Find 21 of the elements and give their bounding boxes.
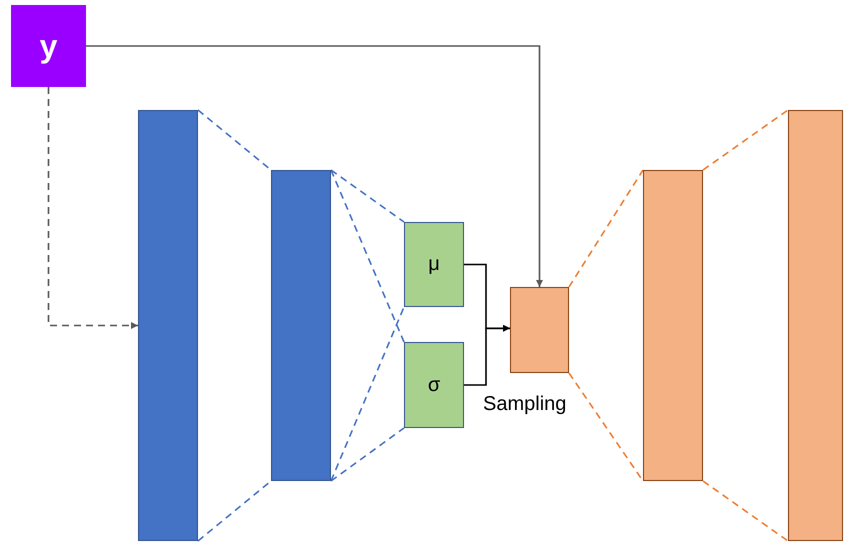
condition-box: y (11, 5, 86, 87)
encoder-layer-bar (271, 170, 331, 481)
dashed-projection-line (330, 427, 404, 482)
node-caption: Sampling (483, 393, 566, 416)
dashed-arrow (48, 87, 138, 329)
arrow (464, 324, 510, 386)
dashed-projection-line (330, 170, 405, 342)
encoder-layer-bar (138, 110, 198, 541)
dashed-projection-line (568, 170, 644, 288)
dashed-projection-line (702, 109, 788, 171)
dashed-projection-line (702, 480, 788, 542)
dashed-projection-line (330, 169, 404, 223)
sampling-box (510, 287, 569, 373)
decoder-layer-bar (643, 170, 703, 481)
dashed-projection-line (198, 480, 272, 542)
latent-box: σ (404, 342, 464, 428)
decoder-layer-bar (788, 110, 843, 541)
arrow (86, 45, 543, 287)
dashed-projection-line (330, 306, 405, 482)
dashed-projection-line (198, 109, 272, 171)
latent-box: μ (404, 222, 464, 307)
